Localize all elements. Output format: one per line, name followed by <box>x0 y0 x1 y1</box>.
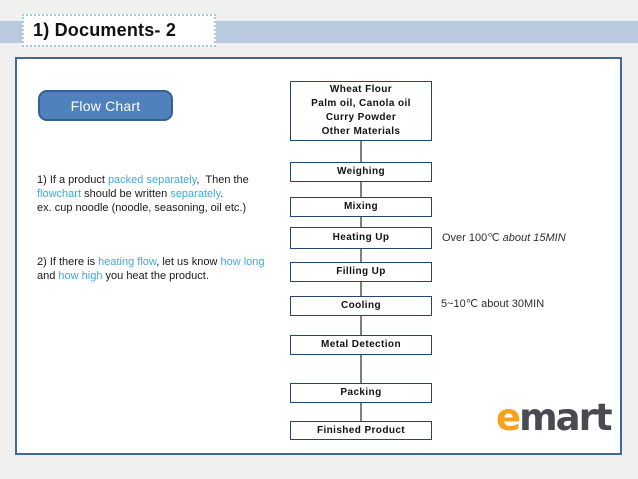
flow-step: Filling Up <box>290 262 432 282</box>
flow-step-label: Curry Powder <box>325 112 397 123</box>
note-text: 2) If there is <box>37 256 99 268</box>
flow-step-label: Cooling <box>340 300 381 311</box>
flow-step-label: Mixing <box>343 201 379 212</box>
note-highlight-text: flowchart <box>37 188 82 200</box>
annotation-heating-italic-text: about 15MIN <box>502 232 566 244</box>
note-text: , Then the <box>196 174 249 186</box>
note-text: ex. cup noodle (noodle, seasoning, oil e… <box>37 202 247 214</box>
annotation-cooling-text: 5~10℃ about 30MIN <box>441 298 545 310</box>
annotation-cooling: 5~10℃ about 30MIN <box>441 297 544 310</box>
note-text: . <box>220 188 224 200</box>
flow-chart-heading-label: Flow Chart <box>70 97 141 114</box>
flow-step: Weighing <box>290 162 432 182</box>
emart-logo: emart <box>496 396 613 439</box>
note-text: 1) If a product <box>37 174 108 186</box>
annotation-heating-text: Over 100℃ <box>442 232 503 244</box>
flow-step: Finished Product <box>290 421 432 440</box>
note-highlight-text: how long <box>220 256 265 268</box>
flow-step-label: Heating Up <box>332 232 390 243</box>
note-line: 2) If there is heating flow, let us know… <box>37 255 279 269</box>
flow-step-label: Finished Product <box>316 424 406 436</box>
flow-step-label: Metal Detection <box>321 339 401 350</box>
note-highlight-text: separately <box>170 188 221 200</box>
note-highlight-text: heating flow <box>98 256 157 268</box>
note-text: you heat the product. <box>102 270 209 282</box>
note-text: , let us know <box>156 256 221 268</box>
flow-step: Metal Detection <box>290 335 432 355</box>
flow-step-label: Other Materials <box>321 126 401 137</box>
flow-step: Mixing <box>290 197 432 217</box>
flow-step-label: Palm oil, Canola oil <box>311 98 411 109</box>
slide-title-box: 1) Documents- 2 <box>22 14 216 47</box>
flow-step: Cooling <box>290 296 432 316</box>
note-line: 1) If a product packed separately, Then … <box>37 173 279 187</box>
note-highlight-text: packed separately <box>107 174 197 186</box>
notes-paragraph-1: 1) If a product packed separately, Then … <box>37 173 279 215</box>
flow-step: Packing <box>290 383 432 403</box>
notes-paragraph-2: 2) If there is heating flow, let us know… <box>37 255 279 283</box>
flow-step-label: Filling Up <box>336 266 386 277</box>
note-line: and how high you heat the product. <box>37 269 279 283</box>
logo-mart-text: mart <box>519 396 612 439</box>
notes-block: 1) If a product packed separately, Then … <box>37 145 279 311</box>
flow-step: Heating Up <box>290 227 432 249</box>
note-line: ex. cup noodle (noodle, seasoning, oil e… <box>37 201 279 215</box>
flow-chart-heading: Flow Chart <box>38 90 173 121</box>
note-highlight-text: how high <box>58 270 103 282</box>
flow-step-label: Weighing <box>336 166 385 177</box>
flow-step-label: Wheat Flour <box>329 84 393 95</box>
annotation-heating: Over 100℃ about 15MIN <box>442 231 566 244</box>
logo-letter-e: e <box>496 396 521 439</box>
note-line: flowchart should be written separately. <box>37 187 279 201</box>
flow-step-label: Packing <box>340 387 382 398</box>
note-text: should be written <box>81 188 171 200</box>
slide-title: 1) Documents- 2 <box>33 20 177 40</box>
note-text: and <box>37 270 59 282</box>
